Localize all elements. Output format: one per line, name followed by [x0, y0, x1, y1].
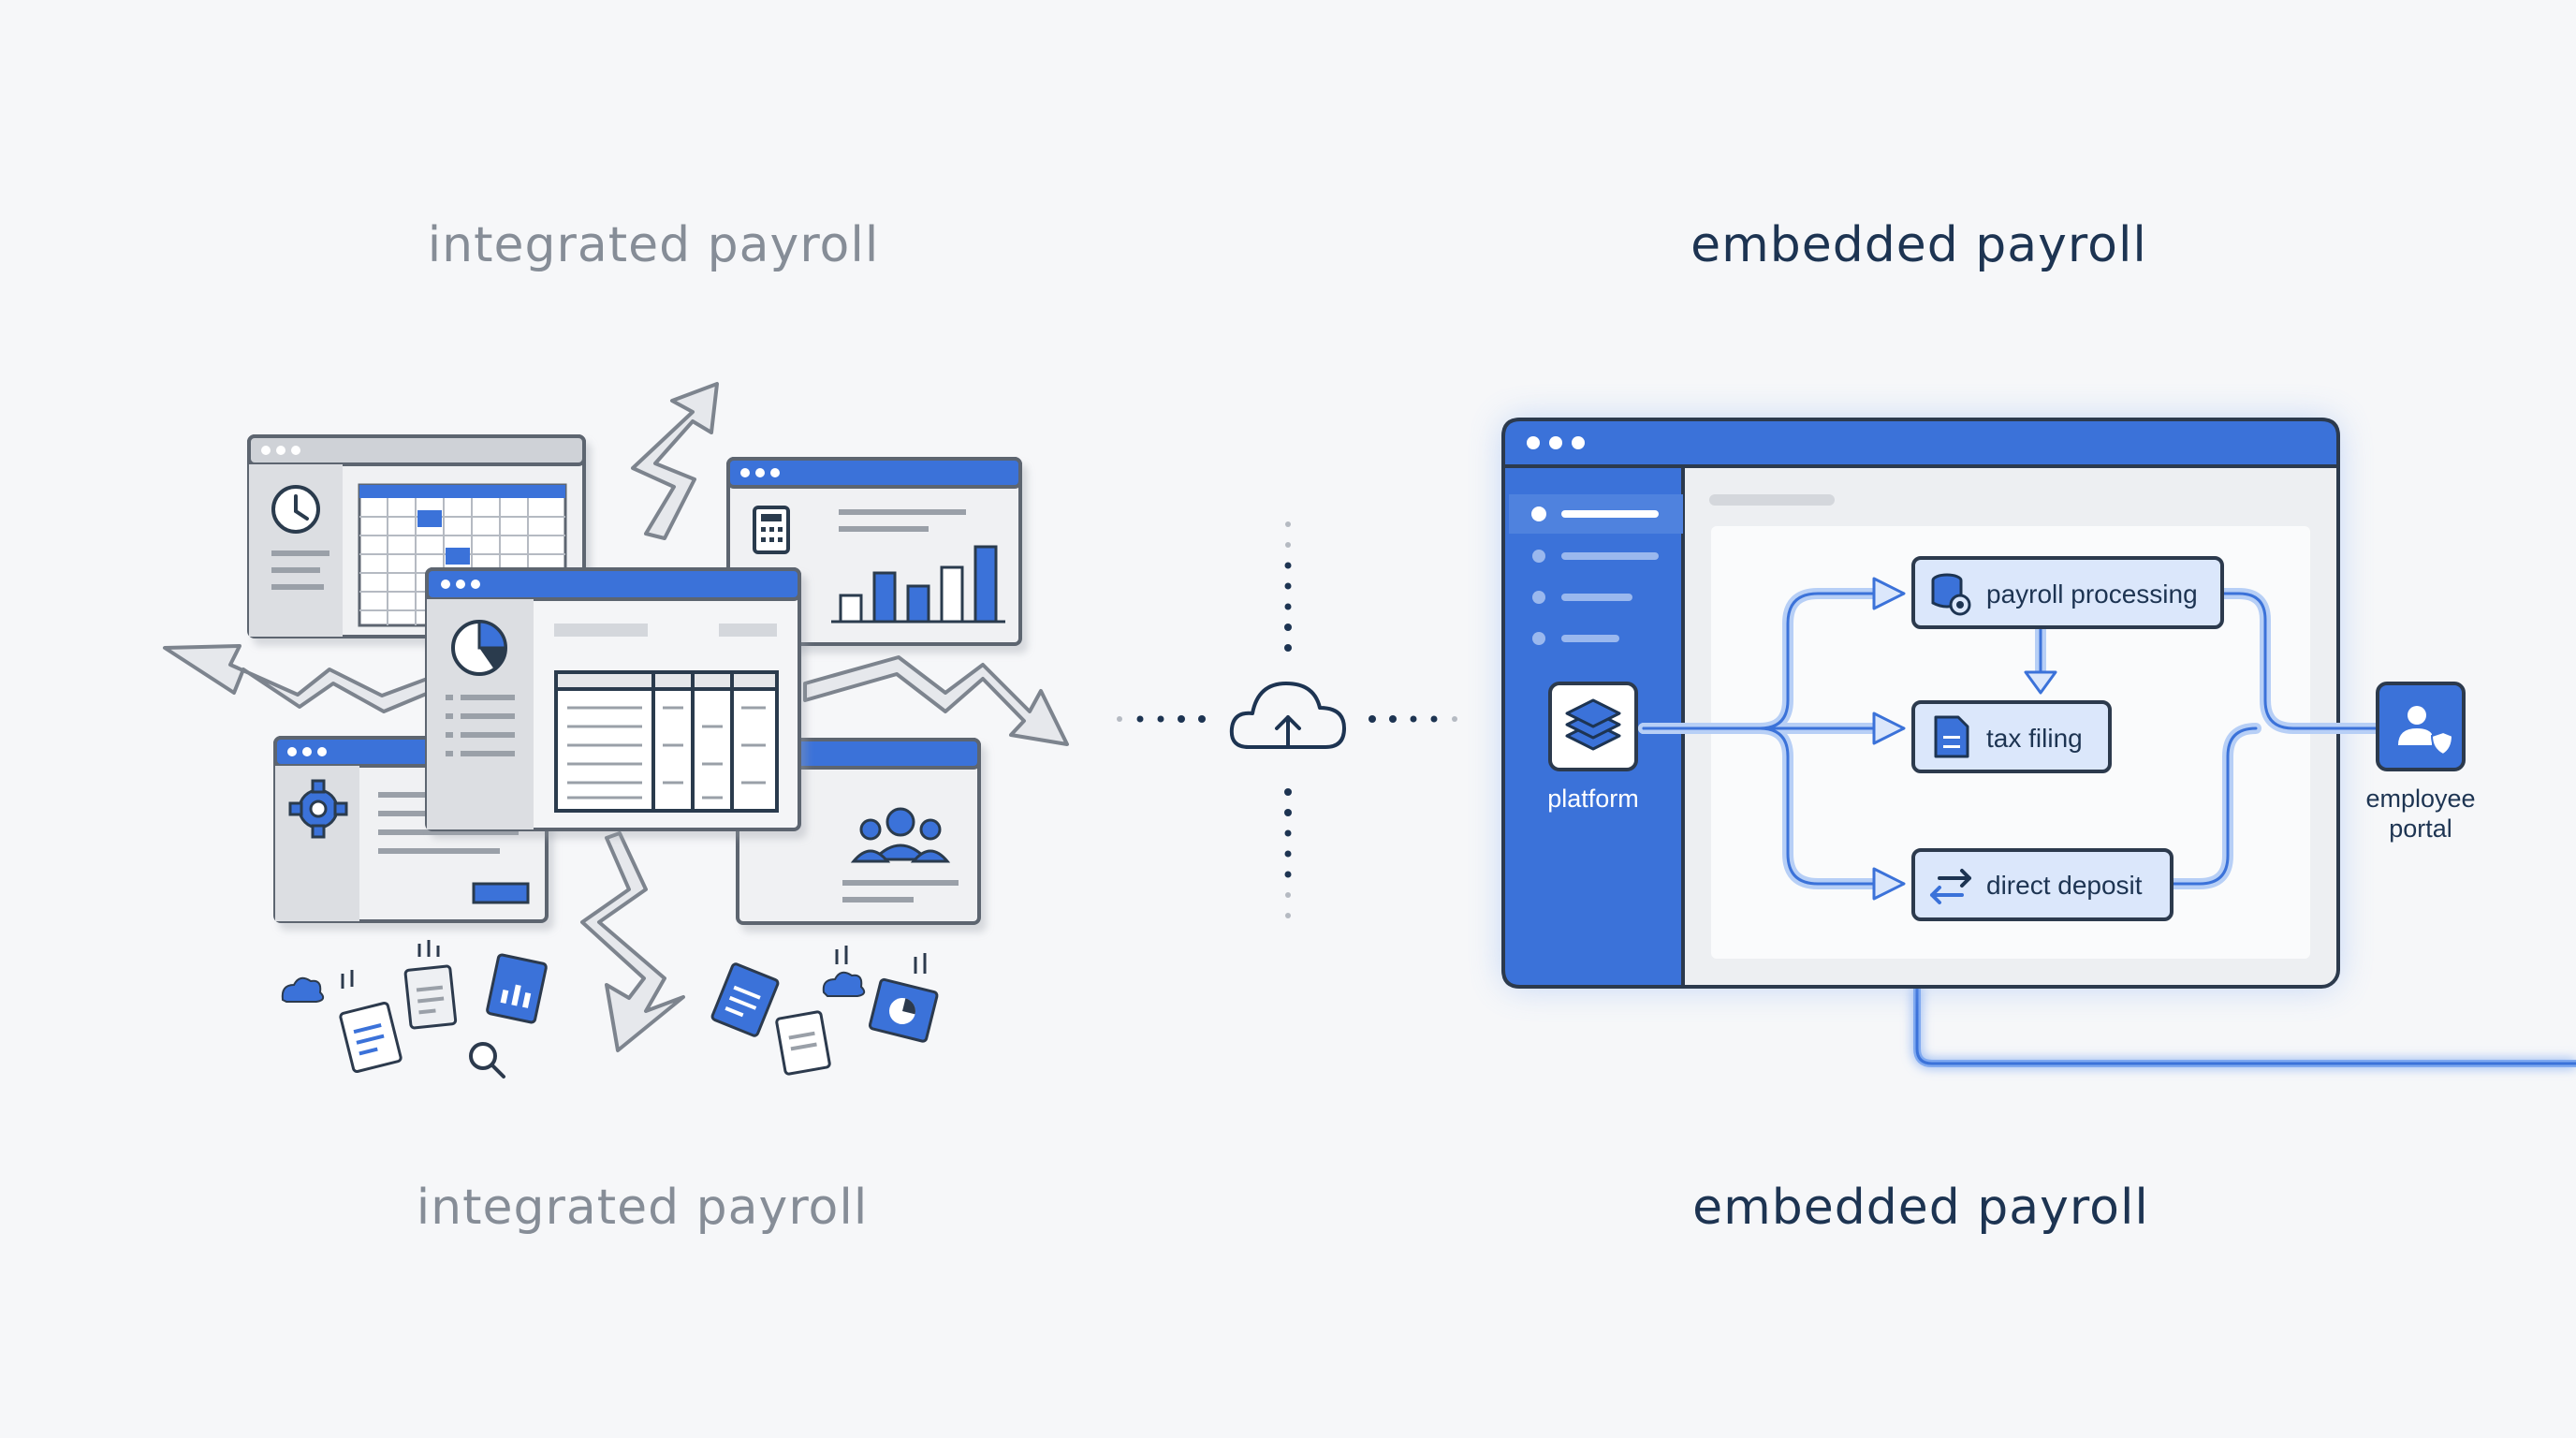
cloud-upload-icon [1229, 682, 1346, 749]
direct-deposit-label: direct deposit [1986, 871, 2143, 900]
embedded-payroll-title-bottom: embedded payroll [1692, 1180, 2149, 1236]
gear-icon [288, 779, 348, 839]
scattered-documents [281, 940, 939, 1078]
transfer-arrows-icon [1930, 869, 1971, 904]
flow-connectors [1638, 577, 2387, 901]
document-icon [403, 964, 458, 1030]
dotted-line-horizontal-right [1368, 715, 1457, 723]
arrowhead [1872, 577, 1906, 610]
cloud-icon [281, 976, 325, 1003]
embedded-cluster: platform payroll processing tax filing [1501, 418, 2576, 1067]
arrowhead [1872, 867, 1906, 901]
dotted-line-vertical-top [1284, 521, 1292, 652]
pie-chart-icon [451, 620, 507, 676]
document-icon [775, 1010, 831, 1076]
layers-icon [1565, 698, 1621, 751]
zigzag-arrow-left [163, 644, 442, 713]
tax-filing-node[interactable]: tax filing [1911, 700, 2112, 773]
dotted-line-vertical-bottom [1284, 788, 1292, 918]
clock-icon [271, 485, 320, 534]
integrated-cluster [163, 382, 1069, 1078]
platform-label: platform [1547, 785, 1639, 813]
cloud-icon [822, 971, 866, 997]
arrowhead [1872, 712, 1906, 745]
table-window [425, 567, 801, 831]
calculator-icon [753, 506, 790, 554]
users-icon [850, 807, 951, 863]
zigzag-arrow-up [631, 382, 719, 540]
dotted-line-horizontal-left [1117, 715, 1206, 723]
employee-portal-label-line1: employee [2365, 785, 2475, 813]
user-shield-icon [2398, 706, 2454, 756]
zigzag-arrows [163, 382, 1069, 1052]
payroll-processing-label: payroll processing [1986, 580, 2198, 609]
pie-document-icon [868, 977, 939, 1043]
document-icon [710, 962, 780, 1037]
employee-portal-label-line2: portal [2389, 814, 2452, 843]
employee-portal-node[interactable]: employee portal [2365, 682, 2476, 843]
chart-document-icon [486, 953, 548, 1024]
magnifier-icon [469, 1042, 505, 1078]
payroll-processing-node[interactable]: payroll processing [1911, 556, 2224, 629]
direct-deposit-node[interactable]: direct deposit [1911, 848, 2174, 921]
document-icon [1934, 715, 1969, 758]
platform-node: platform [1547, 682, 1639, 813]
tax-filing-label: tax filing [1986, 724, 2083, 753]
zigzag-arrow-down [580, 831, 685, 1052]
database-coins-icon [1931, 573, 1971, 616]
arrowhead [2024, 670, 2057, 695]
data-table [554, 670, 779, 813]
transition-connector [1117, 521, 1457, 918]
output-connector-line [1913, 987, 2576, 1067]
mini-bar-chart [831, 545, 1005, 624]
document-icon [339, 1002, 402, 1073]
integrated-payroll-title-top: integrated payroll [427, 217, 880, 273]
embedded-payroll-title-top: embedded payroll [1690, 217, 2147, 273]
integrated-payroll-title-bottom: integrated payroll [416, 1180, 869, 1236]
zigzag-arrow-right [803, 655, 1069, 746]
